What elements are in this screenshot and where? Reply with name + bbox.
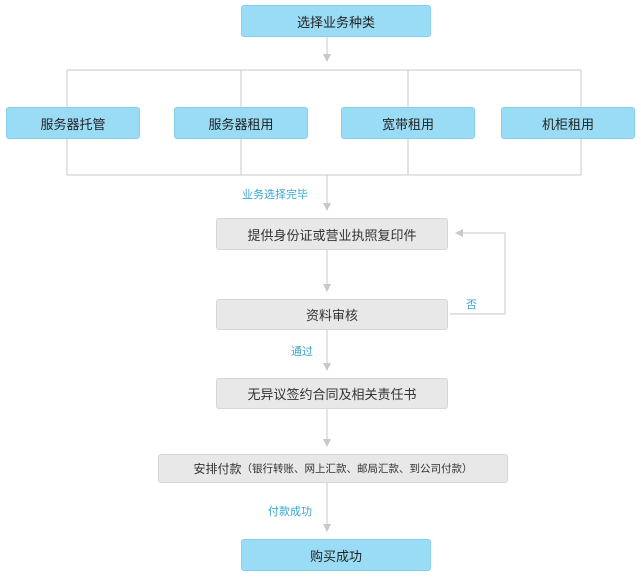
node-purchase-success: 购买成功 [241, 539, 431, 571]
payment-methods: （银行转账、网上汇款、邮局汇款、到公司付款） [241, 463, 473, 475]
node-option-cabinet-rental: 机柜租用 [501, 107, 635, 139]
node-arrange-payment: 安排付款（银行转账、网上汇款、邮局汇款、到公司付款） [158, 454, 508, 483]
node-provide-documents: 提供身份证或营业执照复印件 [216, 218, 448, 250]
node-option-bandwidth-rental: 宽带租用 [341, 107, 475, 139]
node-document-review: 资料审核 [216, 299, 448, 330]
node-option-server-rental: 服务器租用 [174, 107, 308, 139]
node-sign-contract: 无异议签约合同及相关责任书 [216, 378, 448, 409]
payment-label: 安排付款 [193, 462, 242, 476]
edge-label-pass: 通过 [291, 345, 313, 358]
edge-label-fail: 否 [466, 298, 477, 311]
connector-review-fail-loop [450, 229, 506, 315]
edge-label-selection-done: 业务选择完毕 [242, 188, 308, 201]
node-option-server-hosting: 服务器托管 [6, 107, 140, 139]
node-select-business-type: 选择业务种类 [241, 5, 431, 37]
edge-label-paid: 付款成功 [268, 505, 312, 518]
